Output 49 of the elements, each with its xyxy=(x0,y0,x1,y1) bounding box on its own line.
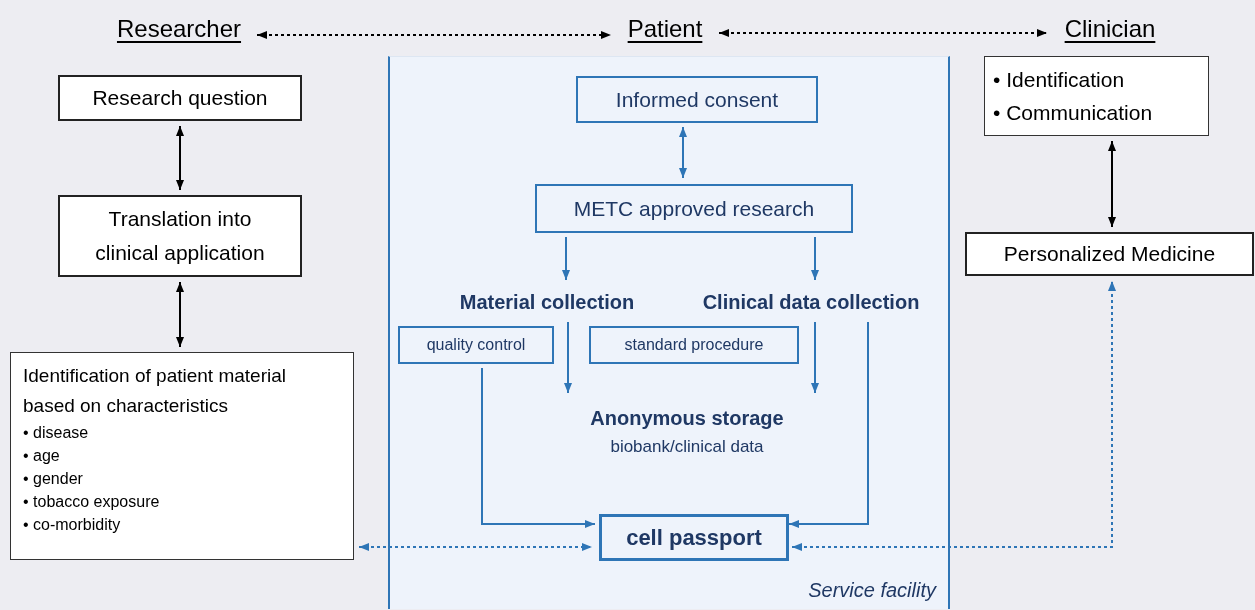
list-item: • Identification xyxy=(993,67,1126,93)
panel-label: Service facility xyxy=(808,578,936,603)
arrow xyxy=(811,236,819,281)
arrow xyxy=(481,367,596,528)
box-label: Translation into clinical application xyxy=(94,206,266,266)
arrow xyxy=(564,321,572,394)
box-label: Informed consent xyxy=(615,86,779,113)
step-heading: Material collection xyxy=(424,286,670,318)
process-box xyxy=(398,326,554,364)
arrow xyxy=(358,543,593,551)
list-item: • gender xyxy=(23,469,84,489)
box-label: Research question xyxy=(92,85,268,111)
box-label: cell passport xyxy=(626,524,762,552)
list-item: • Communication xyxy=(993,100,1154,126)
arrow xyxy=(176,125,184,191)
arrow xyxy=(811,321,819,394)
list-item: • co-morbidity xyxy=(23,515,122,535)
arrow xyxy=(791,280,1116,551)
arrow xyxy=(679,126,687,179)
arrow xyxy=(176,281,184,348)
arrow xyxy=(562,236,570,281)
process-box xyxy=(984,56,1209,136)
process-box xyxy=(589,326,799,364)
role-heading: Researcher xyxy=(106,12,252,46)
process-box xyxy=(58,75,302,121)
box-heading: Identification of patient material based on characteristics xyxy=(23,364,287,418)
box-label: METC approved research xyxy=(573,195,815,222)
box-label: standard procedure xyxy=(624,335,764,355)
process-box xyxy=(58,195,302,277)
service-facility-panel xyxy=(388,56,950,609)
step-heading: Anonymous storage xyxy=(590,406,784,431)
process-box xyxy=(10,352,354,560)
step-heading: Clinical data collection xyxy=(674,286,948,318)
box-label: Personalized Medicine xyxy=(1003,241,1216,267)
role-heading: Patient xyxy=(616,12,714,46)
list-item: • age xyxy=(23,446,61,466)
arrow xyxy=(256,31,612,39)
arrow xyxy=(718,29,1048,37)
step-subtitle: biobank/clinical data xyxy=(610,436,764,458)
process-box xyxy=(576,76,818,123)
process-box xyxy=(535,184,853,233)
process-box xyxy=(599,514,789,561)
box-label: quality control xyxy=(426,335,526,355)
arrow xyxy=(788,321,869,528)
role-heading: Clinician xyxy=(1052,12,1168,46)
process-box xyxy=(965,232,1254,276)
list-item: • disease xyxy=(23,423,90,443)
arrow xyxy=(1108,140,1116,228)
list-item: • tobacco exposure xyxy=(23,492,161,512)
